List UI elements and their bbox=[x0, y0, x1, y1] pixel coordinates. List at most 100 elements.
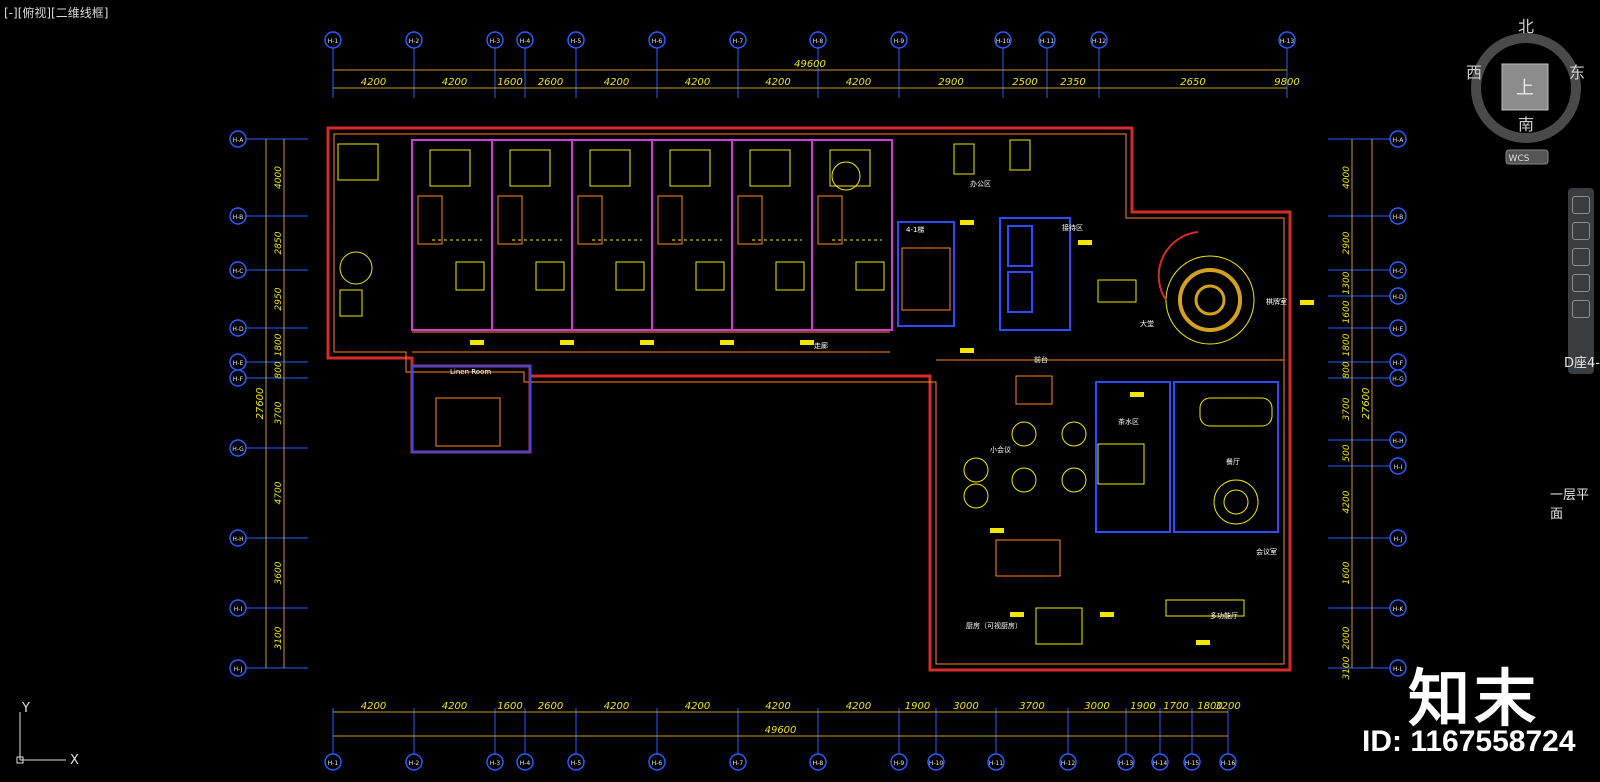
zoom-icon[interactable] bbox=[1572, 248, 1590, 266]
room-label: 办公区 bbox=[970, 179, 991, 188]
kitchen-island bbox=[1035, 607, 1083, 645]
svg-text:H-8: H-8 bbox=[813, 760, 824, 767]
sheet-title: 一层平面 bbox=[1550, 488, 1590, 522]
tag-marker bbox=[1078, 240, 1092, 245]
svg-text:H-H: H-H bbox=[232, 536, 243, 543]
pan-icon[interactable] bbox=[1572, 222, 1590, 240]
bottom-dim: 4200 bbox=[846, 701, 871, 712]
right-dim: 1600 bbox=[1342, 561, 1352, 584]
svg-text:H-A: H-A bbox=[233, 137, 245, 144]
left-dim: 4700 bbox=[274, 481, 284, 504]
right-grid-bubble: H-L bbox=[1389, 659, 1407, 677]
ucs-y-label: Y bbox=[21, 701, 30, 716]
dining-table bbox=[831, 161, 861, 191]
left-total-dim: 27600 bbox=[255, 388, 266, 420]
bottom-dim: 1700 bbox=[1163, 701, 1188, 712]
right-grid-bubble: H-G bbox=[1389, 369, 1407, 387]
top-dim: 2900 bbox=[938, 77, 963, 88]
right-grid-bubble: H-K bbox=[1389, 599, 1407, 617]
inner-walls bbox=[333, 133, 1285, 665]
top-grid-bubble: H-4 bbox=[516, 31, 534, 49]
right-grid-bubble: H-A bbox=[1389, 130, 1407, 148]
bed bbox=[1009, 139, 1031, 171]
top-dim: 4200 bbox=[361, 77, 386, 88]
tag-marker bbox=[960, 348, 974, 353]
bottom-dim: 3000 bbox=[1084, 701, 1109, 712]
svg-text:H-9: H-9 bbox=[894, 760, 905, 767]
top-dim: 2600 bbox=[538, 77, 563, 88]
stairs bbox=[435, 247, 1061, 577]
bathroom bbox=[737, 195, 763, 245]
top-grid-bubble: H-8 bbox=[809, 31, 827, 49]
viewcube[interactable]: 上 北 南 东 西 WCS bbox=[1466, 17, 1585, 165]
steering-wheel-icon[interactable] bbox=[1572, 196, 1590, 214]
layout-tab[interactable]: D座4- bbox=[1564, 356, 1600, 371]
top-grid-bubble: H-1 bbox=[324, 31, 342, 49]
right-dim: 800 bbox=[1342, 361, 1352, 378]
guestroom-outline bbox=[571, 139, 653, 331]
showmotion-icon[interactable] bbox=[1572, 300, 1590, 318]
orbit-icon[interactable] bbox=[1572, 274, 1590, 292]
bathroom bbox=[417, 195, 443, 245]
svg-text:H-F: H-F bbox=[1393, 360, 1404, 367]
top-dim: 9800 bbox=[1274, 77, 1299, 88]
bottom-grid-bubble: H-7 bbox=[729, 753, 747, 771]
table-set bbox=[339, 289, 363, 317]
bed bbox=[429, 149, 471, 187]
tag-marker bbox=[1100, 612, 1114, 617]
svg-text:H-G: H-G bbox=[232, 446, 244, 453]
watermark-logo: 知末 bbox=[1408, 662, 1541, 735]
table-set bbox=[615, 261, 645, 291]
bottom-dim: 3700 bbox=[1019, 701, 1044, 712]
right-dim: 1600 bbox=[1342, 300, 1352, 323]
top-dim: 4200 bbox=[685, 77, 710, 88]
room-label: 4-1梯 bbox=[906, 225, 924, 234]
svg-text:H-I: H-I bbox=[1394, 464, 1403, 471]
bed bbox=[749, 149, 791, 187]
tag-marker bbox=[1130, 392, 1144, 397]
top-grid-bubble: H-12 bbox=[1090, 31, 1108, 49]
tag-marker bbox=[1300, 300, 1314, 305]
right-grid-bubble: H-B bbox=[1389, 207, 1407, 225]
tag-marker bbox=[560, 340, 574, 345]
bathroom bbox=[577, 195, 603, 245]
right-dim: 3100 bbox=[1342, 656, 1352, 679]
right-dim: 3700 bbox=[1342, 397, 1352, 420]
svg-text:H-9: H-9 bbox=[894, 38, 905, 45]
left-grid-bubble: H-E bbox=[229, 353, 247, 371]
bottom-dim: 3200 bbox=[1215, 701, 1240, 712]
bottom-grid-bubble: H-8 bbox=[809, 753, 827, 771]
bottom-dim: 1600 bbox=[497, 701, 522, 712]
svg-text:H-8: H-8 bbox=[813, 38, 824, 45]
viewport-label[interactable]: [-][俯视][二维线框] bbox=[4, 6, 109, 20]
right-dim: 2000 bbox=[1342, 626, 1352, 649]
tag-marker bbox=[1010, 612, 1024, 617]
bottom-grid-bubble: H-2 bbox=[405, 753, 423, 771]
top-grid-bubble: H-3 bbox=[486, 31, 504, 49]
bottom-grid-bubble: H-1 bbox=[324, 753, 342, 771]
tag-marker bbox=[990, 528, 1004, 533]
tag-marker bbox=[1196, 640, 1210, 645]
room-label: 前台 bbox=[1034, 355, 1048, 364]
top-dim: 1600 bbox=[497, 77, 522, 88]
tag-marker bbox=[640, 340, 654, 345]
viewcube-south: 南 bbox=[1518, 115, 1534, 134]
left-grid-bubble: H-B bbox=[229, 207, 247, 225]
svg-text:H-C: H-C bbox=[1393, 268, 1404, 275]
round-table bbox=[1061, 467, 1087, 493]
top-grid-bubble: H-2 bbox=[405, 31, 423, 49]
table-set bbox=[455, 261, 485, 291]
bathroom bbox=[497, 195, 523, 245]
left-grid-bubble: H-C bbox=[229, 261, 247, 279]
svg-text:H-16: H-16 bbox=[1221, 760, 1235, 767]
bottom-dim: 1800 bbox=[1197, 701, 1222, 712]
svg-text:H-11: H-11 bbox=[989, 760, 1003, 767]
core-blue bbox=[411, 217, 1279, 533]
navigation-bar[interactable] bbox=[1568, 188, 1594, 374]
bottom-grid-bubble: H-15 bbox=[1183, 753, 1201, 771]
tea-table bbox=[1097, 443, 1145, 485]
svg-text:H-1: H-1 bbox=[328, 38, 339, 45]
left-dim: 2850 bbox=[274, 231, 284, 254]
